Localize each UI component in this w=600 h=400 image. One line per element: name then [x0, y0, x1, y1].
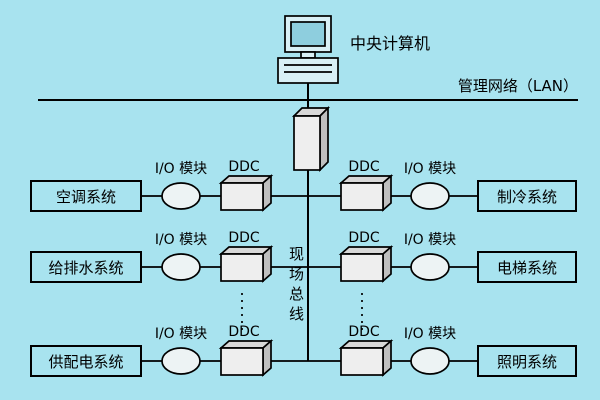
system-box-power-distribution: 供配电系统 — [30, 345, 142, 377]
system-box-elevator: 电梯系统 — [477, 251, 577, 283]
io-module-label: I/O 模块 — [403, 326, 457, 342]
monitor-stand — [300, 51, 316, 59]
ddc-box-front — [340, 253, 384, 282]
gateway-box-front — [293, 115, 321, 171]
io-module-label: I/O 模块 — [154, 232, 208, 248]
io-module-ellipse — [410, 347, 450, 375]
io-module-label: I/O 模块 — [403, 232, 457, 248]
row-2-connectors — [142, 245, 477, 283]
ddc-box-side — [262, 245, 272, 283]
ddc-box-side — [382, 245, 392, 283]
ddc-box-side — [262, 174, 272, 212]
ddc-box-front — [220, 347, 264, 376]
ddc-label: DDC — [348, 230, 380, 246]
ddc-label: DDC — [228, 324, 260, 340]
ddc-label: DDC — [348, 159, 380, 175]
system-box-air-conditioning: 空调系统 — [30, 180, 142, 212]
ddc-box-front — [340, 182, 384, 211]
computer-icon — [277, 15, 339, 84]
io-module-label: I/O 模块 — [403, 161, 457, 177]
ddc-box-front — [340, 347, 384, 376]
ddc-box-front — [220, 182, 264, 211]
ddc-label: DDC — [348, 324, 380, 340]
io-module-ellipse — [161, 182, 201, 210]
ddc-box-side — [382, 339, 392, 377]
central-computer-label: 中央计算机 — [350, 34, 431, 53]
computer-case — [277, 57, 339, 84]
io-module-label: I/O 模块 — [154, 326, 208, 342]
monitor-screen — [290, 21, 326, 47]
io-module-label: I/O 模块 — [154, 161, 208, 177]
field-bus-label: 现场总线 — [287, 246, 305, 326]
row-3-connectors — [142, 339, 477, 377]
gateway-box — [291, 105, 331, 173]
ddc-box-side — [262, 339, 272, 377]
row-1-connectors — [142, 174, 477, 212]
ddc-label: DDC — [228, 230, 260, 246]
system-box-water-supply-drainage: 给排水系统 — [30, 251, 142, 283]
lan-network-label: 管理网络（LAN） — [457, 77, 578, 95]
system-box-lighting: 照明系统 — [477, 345, 577, 377]
io-module-ellipse — [161, 253, 201, 281]
io-module-ellipse — [410, 182, 450, 210]
system-box-refrigeration: 制冷系统 — [477, 180, 577, 212]
ddc-box-side — [382, 174, 392, 212]
ddc-label: DDC — [228, 159, 260, 175]
ddc-box-front — [220, 253, 264, 282]
gateway-box-side — [319, 105, 329, 173]
io-module-ellipse — [161, 347, 201, 375]
io-module-ellipse — [410, 253, 450, 281]
